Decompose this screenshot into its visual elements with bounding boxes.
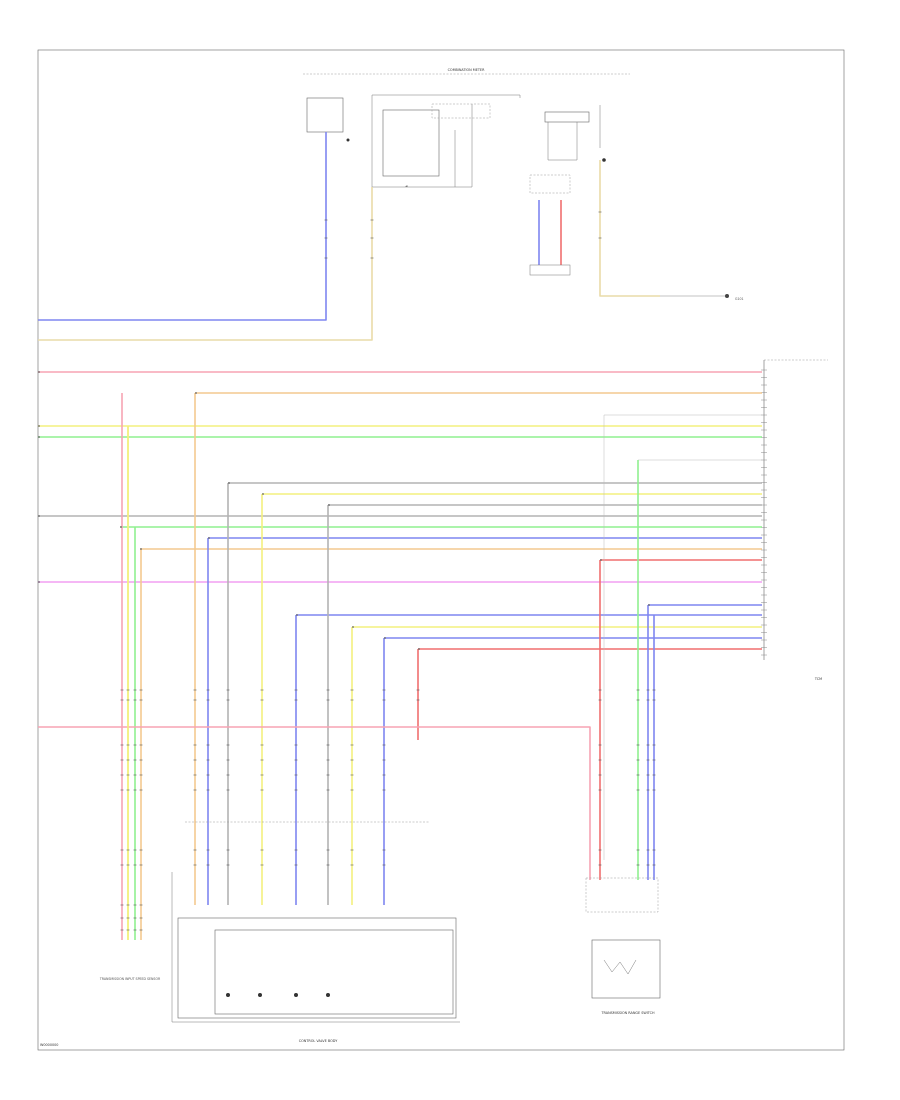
wire-junction bbox=[262, 493, 264, 495]
input-speed-sensor-label: TRANSMISSION INPUT SPEED SENSOR bbox=[99, 977, 161, 981]
range-switch-box bbox=[591, 939, 661, 999]
solenoid-terminal bbox=[258, 993, 262, 997]
wire-junction bbox=[384, 637, 386, 639]
wire-junction bbox=[195, 392, 197, 394]
meter-indicator-box bbox=[544, 111, 590, 123]
diagram-border bbox=[37, 49, 845, 1051]
range-switch-label: TRANSMISSION RANGE SWITCH bbox=[600, 1011, 654, 1015]
wire-junction bbox=[38, 515, 40, 517]
combination-meter-title: COMBINATION METER bbox=[448, 68, 486, 72]
tcm-label: TCM bbox=[814, 677, 822, 681]
wire-pink-to-range-switch bbox=[38, 726, 591, 880]
wire-junction bbox=[296, 614, 298, 616]
solenoid-terminal bbox=[226, 993, 230, 997]
wire-junction bbox=[38, 436, 40, 438]
valve-body-box bbox=[177, 917, 457, 1019]
wire-junction bbox=[352, 626, 354, 628]
ground-point bbox=[725, 294, 729, 298]
wire-junction bbox=[38, 425, 40, 427]
valve-body-outer bbox=[171, 872, 460, 1023]
wire-meter-to-left-1 bbox=[38, 132, 327, 321]
ground-label: G101 bbox=[735, 297, 744, 301]
meter-power-box bbox=[306, 97, 344, 133]
meter-indicator-bus bbox=[547, 122, 578, 161]
wire-junction bbox=[328, 504, 330, 506]
meter-unit-box bbox=[382, 109, 440, 177]
control-valve-body-label: CONTROL VALVE BODY bbox=[299, 1039, 338, 1043]
meter-arrow: ◄ bbox=[405, 184, 408, 188]
solenoid-terminal bbox=[294, 993, 298, 997]
meter-sensor-connector bbox=[529, 264, 571, 276]
wire-junction bbox=[38, 581, 40, 583]
solenoid-terminal bbox=[326, 993, 330, 997]
wire-thin-guide bbox=[603, 414, 762, 860]
valve-body-inner bbox=[214, 929, 454, 1015]
wire-junction bbox=[208, 537, 210, 539]
wire-junction bbox=[140, 548, 142, 550]
wire-junction bbox=[418, 648, 420, 650]
meter-internal-bus bbox=[372, 104, 473, 188]
page-code: W0000000 bbox=[40, 1043, 58, 1047]
range-switch-connector bbox=[585, 877, 659, 913]
meter-connector-box bbox=[529, 174, 571, 194]
wire-junction bbox=[228, 482, 230, 484]
wire-junction bbox=[600, 559, 602, 561]
wire-meter-to-left-2 bbox=[38, 187, 373, 341]
meter-sub-box bbox=[431, 103, 491, 119]
meter-junction bbox=[602, 158, 606, 162]
range-switch-contacts bbox=[603, 959, 637, 975]
meter-junction bbox=[346, 138, 350, 142]
wire-junction bbox=[120, 526, 122, 528]
wire-meter-to-ground bbox=[599, 160, 660, 297]
wire-junction bbox=[38, 371, 40, 373]
wire-junction bbox=[648, 604, 650, 606]
